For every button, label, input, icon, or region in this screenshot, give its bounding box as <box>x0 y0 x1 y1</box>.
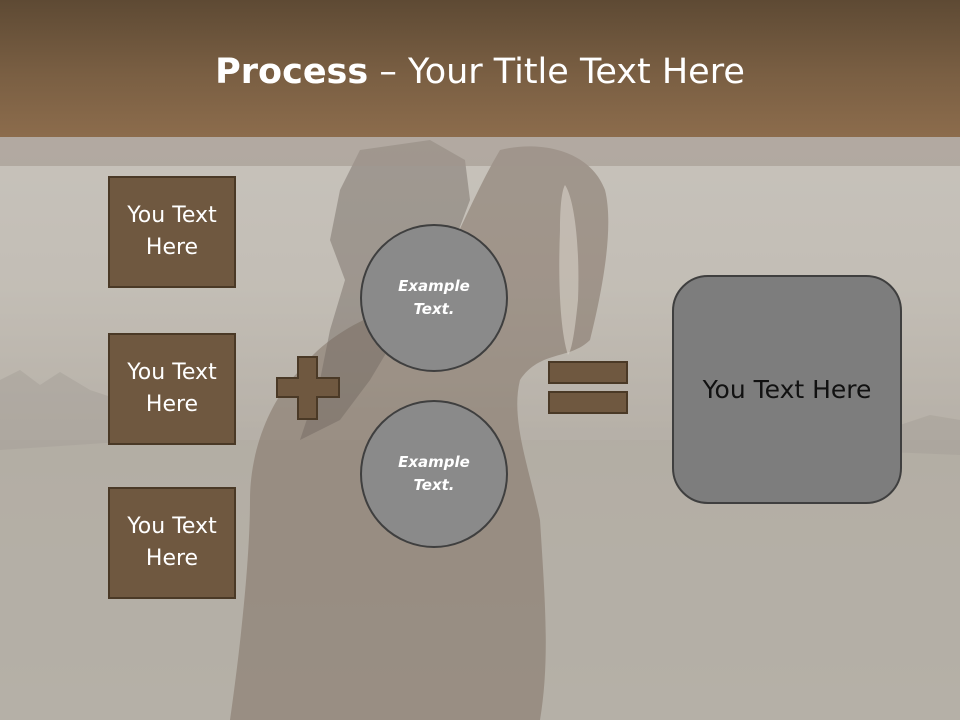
left-box-label: You Text Here <box>127 360 217 417</box>
title-strip <box>0 137 960 166</box>
left-box-label: You Text Here <box>127 203 217 260</box>
example-circle-1[interactable]: Example Text. <box>360 224 508 372</box>
result-box[interactable]: You Text Here <box>672 275 902 504</box>
title-rest: – Your Title Text Here <box>368 52 745 92</box>
circle-label: Example Text. <box>398 453 470 494</box>
example-circle-2[interactable]: Example Text. <box>360 400 508 548</box>
circle-label: Example Text. <box>398 277 470 318</box>
title-bar <box>0 0 960 137</box>
equals-icon <box>548 361 628 414</box>
left-box-3[interactable]: You Text Here <box>108 487 236 599</box>
left-box-1[interactable]: You Text Here <box>108 176 236 288</box>
left-box-2[interactable]: You Text Here <box>108 333 236 445</box>
plus-icon <box>276 356 340 420</box>
result-label: You Text Here <box>702 375 872 404</box>
left-box-label: You Text Here <box>127 514 217 571</box>
title-bold: Process <box>215 52 369 92</box>
page-title: Process – Your Title Text Here <box>0 52 960 92</box>
